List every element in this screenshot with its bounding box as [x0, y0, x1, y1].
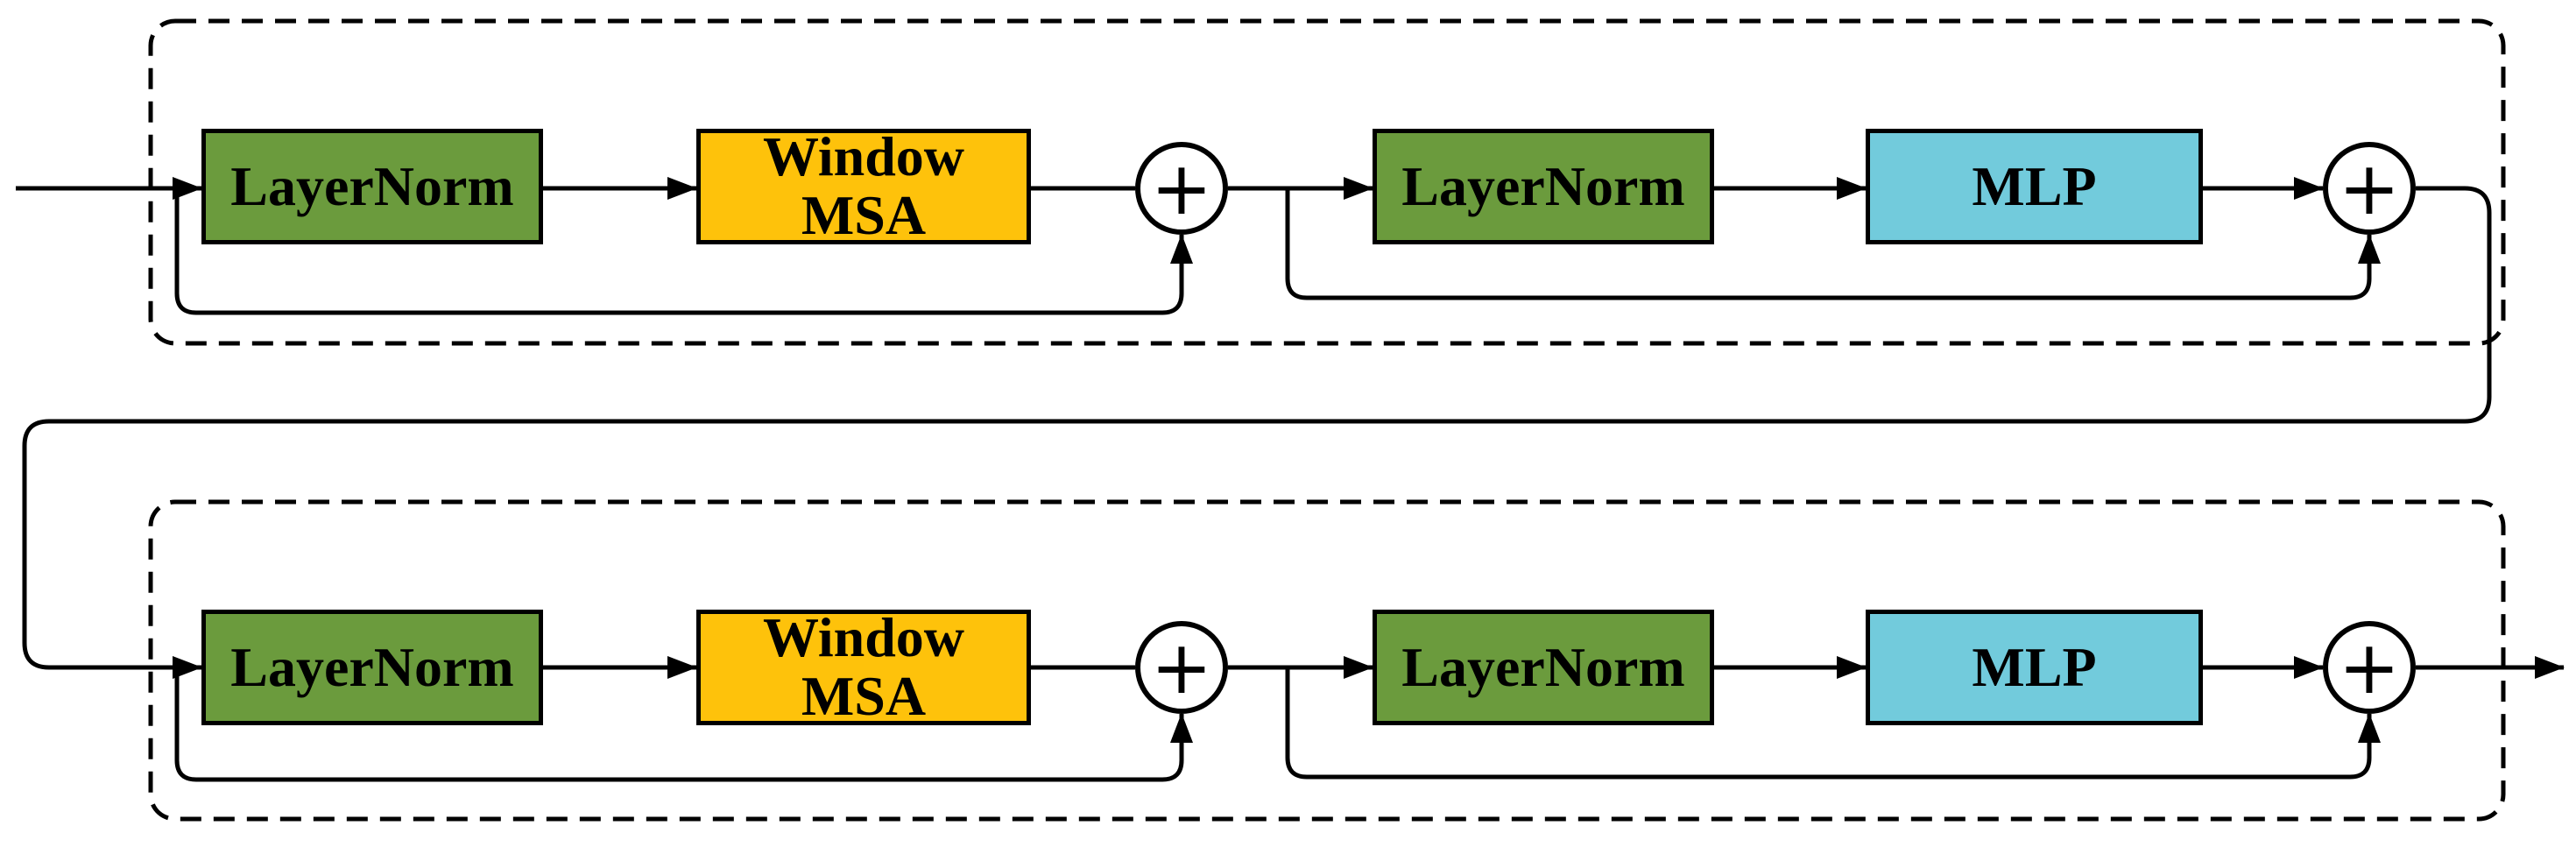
node-layernorm-4: LayerNorm	[1373, 610, 1714, 725]
skip-input-to-add1	[174, 188, 1193, 315]
plus-icon: +	[2338, 145, 2401, 231]
node-layernorm-2: LayerNorm	[1373, 129, 1714, 244]
node-mlp-2: MLP	[1866, 610, 2203, 725]
node-layernorm-2-label: LayerNorm	[1401, 154, 1685, 217]
plus-icon: +	[1150, 145, 1213, 231]
node-layernorm-1: LayerNorm	[201, 129, 543, 244]
node-window-msa-2-label-line1: Window	[762, 606, 965, 669]
skip-mid-to-add2	[1285, 188, 2381, 300]
block1-dashed-frame	[148, 18, 2506, 346]
wire-block1-output-to-block2-input	[22, 186, 2492, 679]
block2-dashed-frame	[148, 499, 2506, 822]
node-window-msa-1: Window MSA	[696, 125, 1031, 246]
node-window-msa-1-label-line1: Window	[762, 125, 965, 188]
skip-input-to-add3	[174, 667, 1193, 782]
node-layernorm-3: LayerNorm	[201, 610, 543, 725]
plus-icon: +	[1150, 625, 1213, 710]
add-node-2: +	[2323, 142, 2416, 235]
node-mlp-1: MLP	[1866, 129, 2203, 244]
node-layernorm-3-label: LayerNorm	[230, 635, 514, 698]
node-window-msa-1-label-line2: MSA	[801, 184, 927, 246]
node-window-msa-2: Window MSA	[696, 606, 1031, 727]
skip-mid-to-add4	[1285, 667, 2381, 780]
node-mlp-1-label: MLP	[1972, 154, 2097, 217]
add-node-4: +	[2323, 621, 2416, 714]
node-mlp-2-label: MLP	[1972, 635, 2097, 698]
plus-icon: +	[2338, 625, 2401, 710]
add-node-1: +	[1135, 142, 1228, 235]
add-node-3: +	[1135, 621, 1228, 714]
node-layernorm-1-label: LayerNorm	[230, 154, 514, 217]
node-window-msa-2-label-line2: MSA	[801, 665, 927, 727]
node-layernorm-4-label: LayerNorm	[1401, 635, 1685, 698]
